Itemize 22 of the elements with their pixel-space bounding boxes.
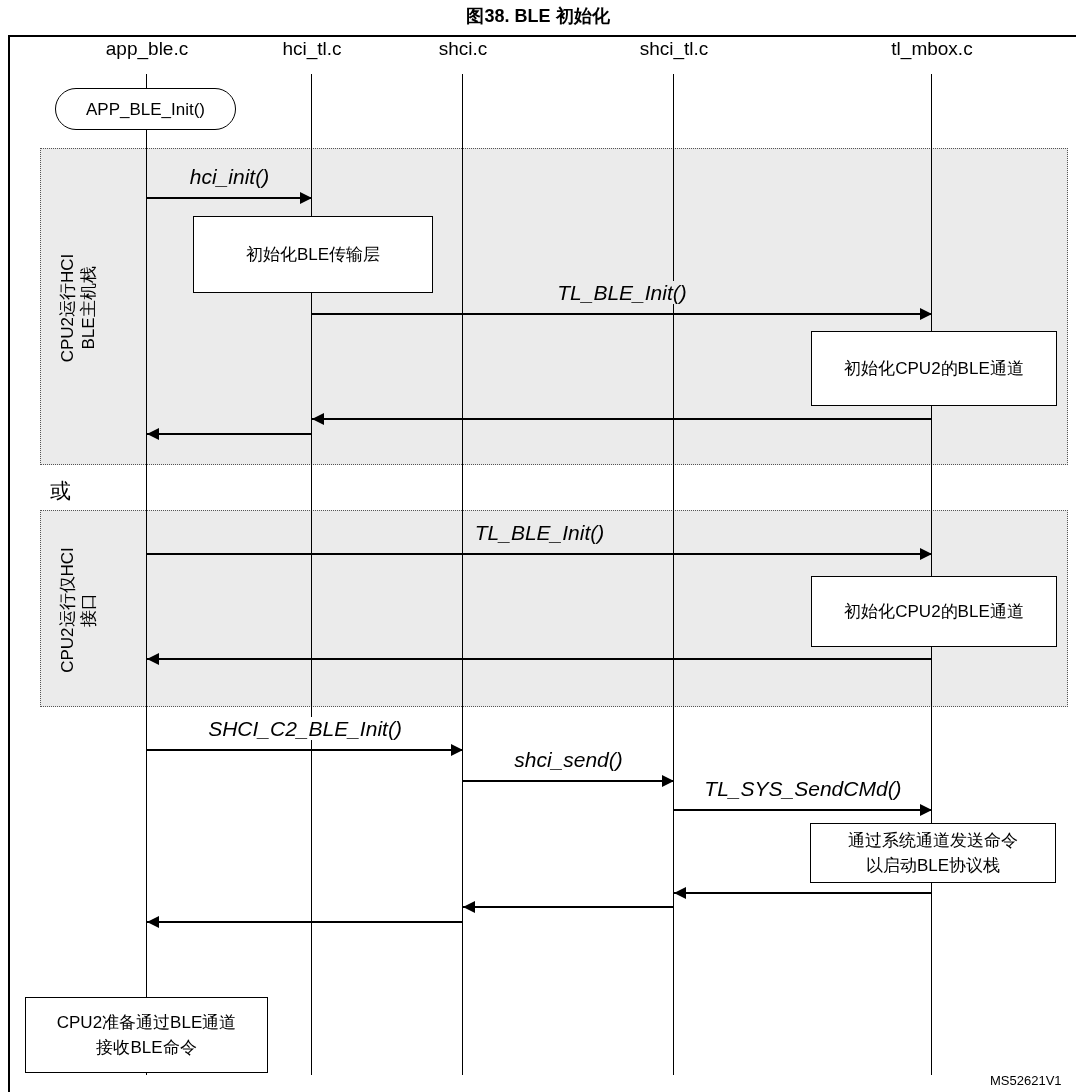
process-start: APP_BLE_Init() [55, 88, 236, 130]
figure-id: MS52621V1 [990, 1073, 1062, 1088]
arrow [311, 413, 933, 425]
arrow [462, 775, 675, 787]
process-box: 初始化CPU2的BLE通道 [811, 331, 1057, 406]
process-box: 初始化BLE传输层 [193, 216, 433, 293]
title: 图38. BLE 初始化 [466, 6, 610, 26]
process-box: 通过系统通道发送命令以启动BLE协议栈 [810, 823, 1056, 883]
arrow [673, 887, 933, 899]
arrow [146, 548, 933, 560]
arrow [146, 916, 464, 928]
arrow [146, 192, 313, 204]
arrow [673, 804, 933, 816]
process-box: CPU2准备通过BLE通道接收BLE命令 [25, 997, 268, 1073]
arrow [311, 308, 933, 320]
arrow [146, 653, 933, 665]
process-box: 初始化CPU2的BLE通道 [811, 576, 1057, 647]
arrow [146, 428, 313, 440]
arrow [462, 901, 675, 913]
arrow [146, 744, 464, 756]
note: 或 [50, 478, 71, 504]
edge-label: SHCI_C2_BLE_Init() [206, 717, 404, 740]
